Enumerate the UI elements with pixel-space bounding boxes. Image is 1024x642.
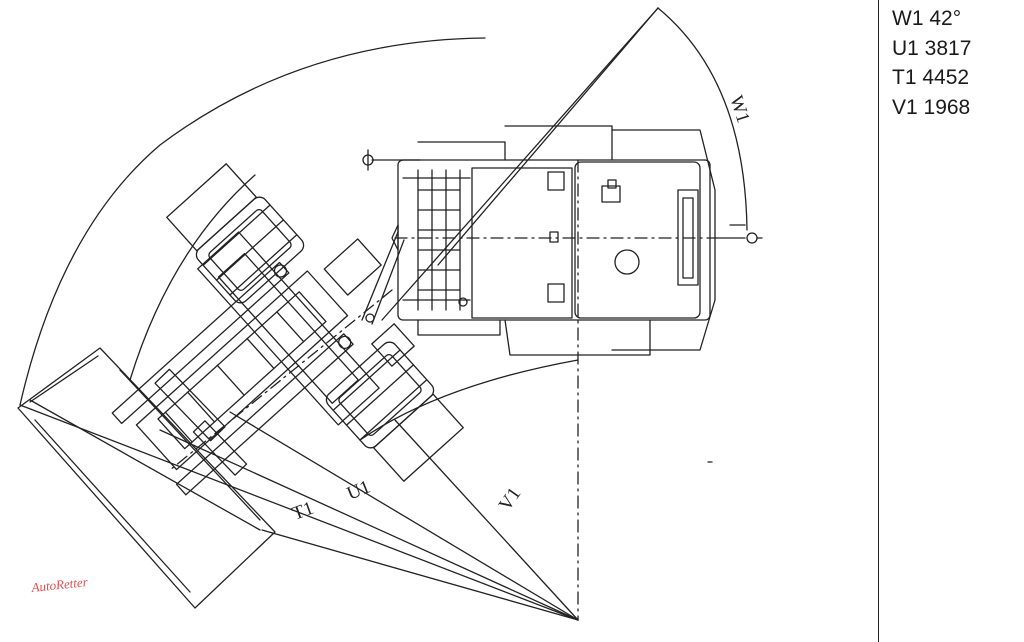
inner-turning-arc <box>359 359 579 441</box>
label-u1: U1 <box>344 476 373 504</box>
operator-lever <box>362 149 421 171</box>
arc-ticks <box>707 224 746 463</box>
spec-list: W1 42° U1 3817 T1 4452 V1 1968 <box>879 0 1024 122</box>
center-lines <box>169 159 716 621</box>
articulation-joint <box>323 231 415 367</box>
watermark-logo: AutoRetter <box>30 574 90 595</box>
radius-lines <box>19 7 659 621</box>
w1-angle-arc <box>657 7 748 231</box>
engine-grille <box>417 169 461 311</box>
loader-bucket <box>17 347 276 609</box>
front-frame <box>111 231 380 496</box>
label-v1: V1 <box>495 484 526 515</box>
spec-u1: U1 3817 <box>892 36 972 60</box>
label-w1: W1 <box>725 93 753 126</box>
spec-w1: W1 42° <box>892 7 962 30</box>
spec-v1: V1 1968 <box>892 95 971 119</box>
rear-chassis <box>391 125 716 356</box>
front-wheel-lower <box>325 341 464 482</box>
front-wheel-upper <box>166 163 305 304</box>
middle-turning-arc <box>129 174 256 381</box>
label-t1: T1 <box>290 498 317 525</box>
spec-panel: W1 42° U1 3817 T1 4452 V1 1968 <box>878 0 1024 642</box>
rear-hitch <box>714 232 763 244</box>
spec-t1: T1 4452 <box>892 66 970 89</box>
outer-turning-arc <box>19 37 486 406</box>
